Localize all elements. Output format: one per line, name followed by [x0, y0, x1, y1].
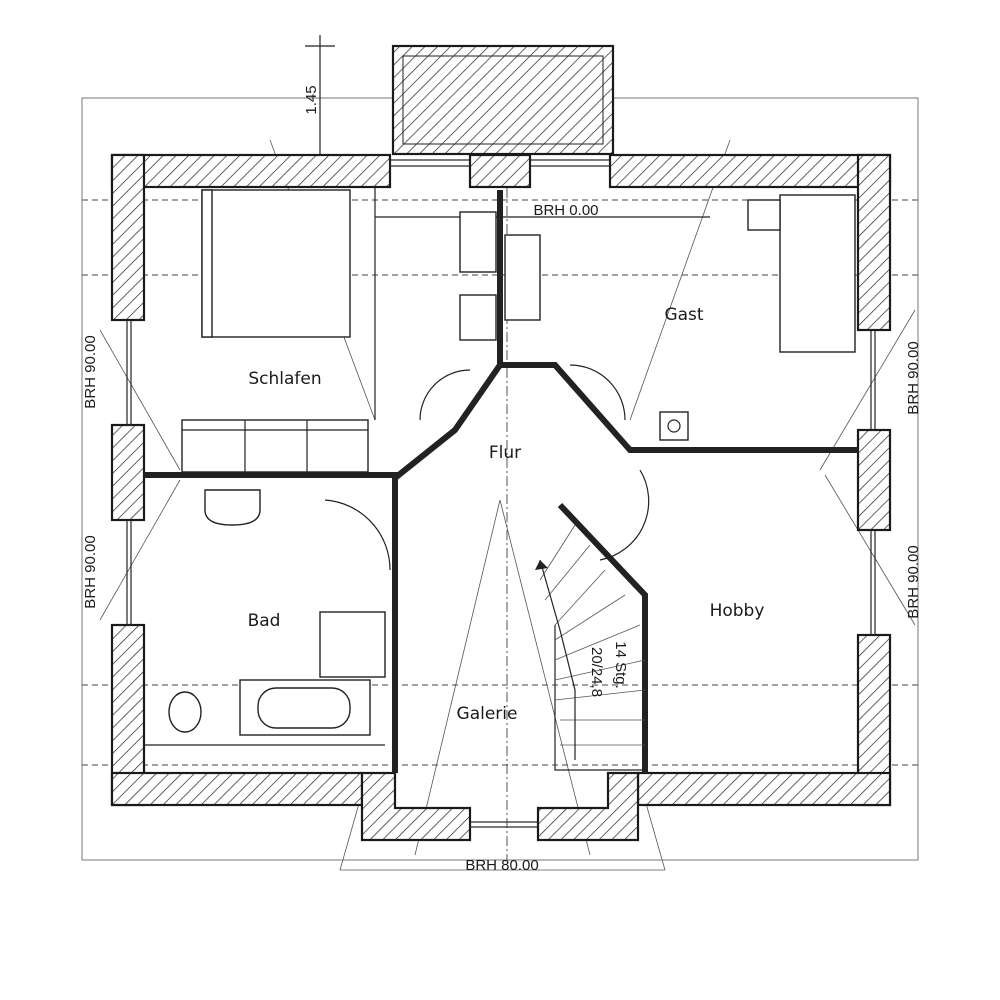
bed — [201, 189, 351, 338]
dimension-dormer: 1.45 — [303, 85, 320, 114]
room-label-schlafen: Schlafen — [248, 369, 321, 389]
room-label-galerie: Galerie — [457, 704, 518, 724]
brh-left-lower: BRH 90.00 — [82, 535, 99, 608]
stairs — [535, 524, 646, 771]
room-label-hobby: Hobby — [710, 601, 765, 621]
brh-bottom: BRH 80.00 — [465, 857, 538, 874]
room-label-gast: Gast — [664, 305, 703, 325]
brh-right-lower: BRH 90.00 — [905, 545, 922, 618]
stairs-ratio: 20/24,8 — [588, 647, 605, 697]
stairs-steps: 14 Stg. — [612, 641, 629, 689]
dormer — [305, 35, 615, 156]
bathroom-fixtures — [144, 489, 386, 746]
brh-right-upper: BRH 90.00 — [905, 341, 922, 414]
room-label-bad: Bad — [248, 611, 281, 631]
exterior-walls — [110, 153, 892, 842]
sinks — [459, 211, 541, 341]
room-label-flur: Flur — [489, 443, 521, 463]
interior-walls — [144, 187, 858, 773]
brh-left-upper: BRH 90.00 — [82, 335, 99, 408]
guest-bed — [659, 194, 856, 441]
doors — [324, 364, 650, 571]
wardrobe — [181, 419, 369, 473]
brh-window-gast: BRH 0.00 — [533, 202, 598, 219]
